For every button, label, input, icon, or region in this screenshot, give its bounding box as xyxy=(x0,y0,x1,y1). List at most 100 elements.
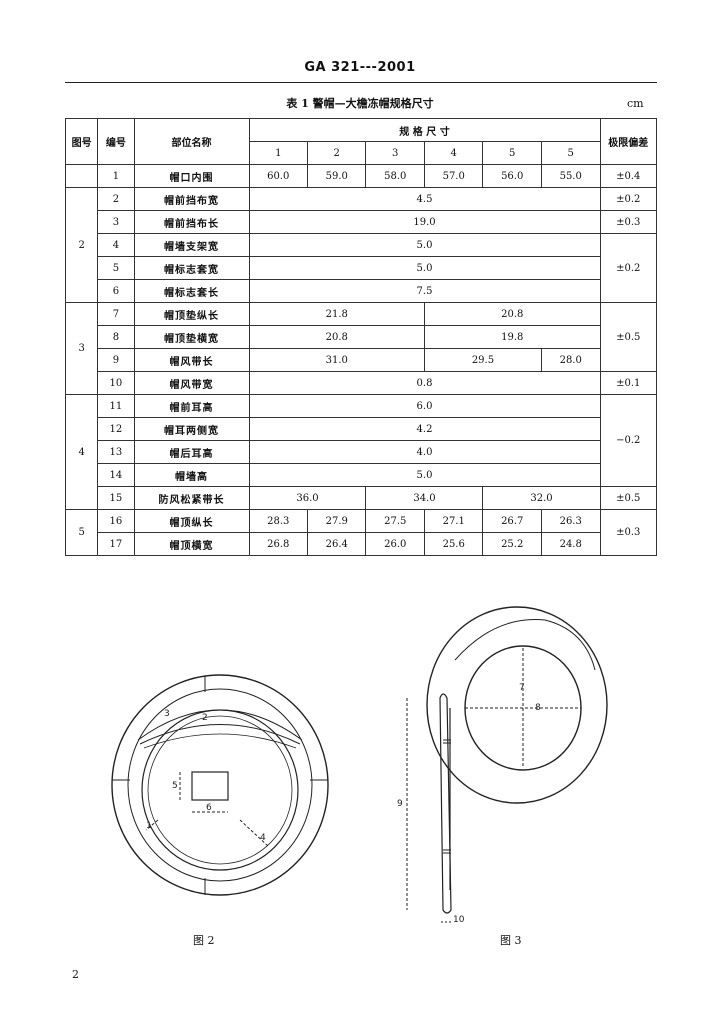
dim-label: 7 xyxy=(519,683,525,693)
table-row: 15 防风松紧带长 36.0 34.0 32.0 ±0.5 xyxy=(66,486,657,510)
value-cell: 32.0 xyxy=(482,486,601,510)
fig-group: 4 xyxy=(64,394,99,510)
header-fig: 图号 xyxy=(64,118,99,165)
figure-2-caption: 图 2 xyxy=(193,934,215,947)
dim-label: 8 xyxy=(535,703,541,713)
dim-label: 2 xyxy=(202,713,208,723)
value-cell: 5.0 xyxy=(248,233,601,257)
dim-label: 4 xyxy=(260,833,266,843)
tolerance-cell: ±0.3 xyxy=(599,210,657,234)
num-cell: 9 xyxy=(97,348,135,372)
fig-group: 5 xyxy=(64,509,99,556)
header-rule xyxy=(65,82,657,83)
num-cell: 15 xyxy=(97,486,135,510)
figure-2-cap-top-view: 1 2 3 4 5 6 xyxy=(111,674,329,896)
part-name: 帽前挡布宽 xyxy=(133,187,250,211)
value-cell: 27.1 xyxy=(423,509,484,533)
value-cell: 57.0 xyxy=(423,164,484,188)
num-cell: 7 xyxy=(97,302,135,326)
value-cell: 24.8 xyxy=(540,532,601,556)
num-cell: 17 xyxy=(97,532,135,556)
value-cell: 26.7 xyxy=(482,509,542,533)
value-cell: 34.0 xyxy=(365,486,484,510)
value-cell: 4.2 xyxy=(248,417,601,441)
num-cell: 13 xyxy=(97,440,135,464)
part-name: 帽标志套宽 xyxy=(133,256,250,280)
part-name: 帽前挡布长 xyxy=(133,210,250,234)
part-name: 帽后耳高 xyxy=(133,440,250,464)
table-row: 3 帽前挡布长 19.0 ±0.3 xyxy=(66,210,657,234)
spec-table: 图号 编号 部位名称 规 格 尺 寸 极限偏差 1 2 3 4 5 5 1 帽口… xyxy=(64,118,657,556)
value-cell: 19.0 xyxy=(248,210,601,234)
value-cell: 21.8 xyxy=(248,302,425,326)
part-name: 帽顶垫纵长 xyxy=(133,302,250,326)
tolerance-cell: ±0.5 xyxy=(599,302,657,372)
size-header: 5 xyxy=(482,141,542,165)
table-row: 12 帽耳两侧宽 4.2 xyxy=(66,417,657,441)
fig-group: 3 xyxy=(64,302,99,395)
part-name: 帽风带宽 xyxy=(133,371,250,395)
value-cell: 5.0 xyxy=(248,256,601,280)
value-cell: 55.0 xyxy=(540,164,601,188)
value-cell: 0.8 xyxy=(248,371,601,395)
table-row: 4 11 帽前耳高 6.0 −0.2 xyxy=(64,394,657,510)
table-row: 13 帽后耳高 4.0 xyxy=(66,440,657,464)
value-cell: 26.3 xyxy=(540,509,601,533)
figure-3-cap-top-with-strap: 7 8 9 10 xyxy=(397,606,608,925)
num-cell: 10 xyxy=(97,371,135,395)
num-cell: 3 xyxy=(97,210,135,234)
size-header: 5 xyxy=(540,141,601,165)
table-row: 5 帽标志套宽 5.0 xyxy=(66,256,657,280)
document-code: GA 321---2001 xyxy=(304,60,416,75)
dim-label: 9 xyxy=(397,799,403,809)
part-name: 帽墙高 xyxy=(133,463,250,487)
header-num: 编号 xyxy=(97,118,135,165)
dim-label: 6 xyxy=(206,803,212,813)
value-cell: 56.0 xyxy=(482,164,542,188)
value-cell: 28.3 xyxy=(248,509,309,533)
num-cell: 1 xyxy=(97,164,135,188)
table-unit: cm xyxy=(627,97,644,110)
table-title: 表 1 警帽—大檐冻帽规格尺寸 xyxy=(286,97,434,110)
part-name: 帽风带长 xyxy=(133,348,250,372)
part-name: 帽顶垫横宽 xyxy=(133,325,250,349)
value-cell: 59.0 xyxy=(306,164,367,188)
value-cell: 5.0 xyxy=(248,463,601,487)
part-name: 帽耳两侧宽 xyxy=(133,417,250,441)
dim-label: 5 xyxy=(172,781,178,791)
value-cell: 7.5 xyxy=(248,279,601,303)
num-cell: 11 xyxy=(97,394,135,418)
value-cell: 60.0 xyxy=(248,164,309,188)
table-row: 14 帽墙高 5.0 xyxy=(66,463,657,487)
size-header: 2 xyxy=(306,141,367,165)
value-cell: 4.5 xyxy=(248,187,601,211)
num-cell: 8 xyxy=(97,325,135,349)
size-header: 1 xyxy=(248,141,309,165)
header-part: 部位名称 xyxy=(133,118,250,165)
value-cell: 26.8 xyxy=(248,532,309,556)
num-cell: 16 xyxy=(97,509,135,533)
num-cell: 6 xyxy=(97,279,135,303)
value-cell: 28.0 xyxy=(540,348,601,372)
dim-label: 3 xyxy=(164,709,170,719)
value-cell: 58.0 xyxy=(365,164,425,188)
part-name: 帽标志套长 xyxy=(133,279,250,303)
part-name: 帽顶横宽 xyxy=(133,532,250,556)
part-name: 防风松紧带长 xyxy=(133,486,250,510)
table-row: 5 16 帽顶纵长 28.3 27.9 27.5 27.1 26.7 26.3 … xyxy=(64,509,657,556)
tolerance-cell: ±0.4 xyxy=(599,164,657,188)
value-cell: 26.4 xyxy=(306,532,367,556)
value-cell: 6.0 xyxy=(248,394,601,418)
table-row: 6 帽标志套长 7.5 xyxy=(66,279,657,303)
num-cell: 14 xyxy=(97,463,135,487)
fig-group: 2 xyxy=(64,187,99,303)
tolerance-cell: −0.2 xyxy=(599,394,657,487)
value-cell: 31.0 xyxy=(248,348,425,372)
dim-label: 1 xyxy=(146,821,152,831)
part-name: 帽口内围 xyxy=(133,164,250,188)
tolerance-cell: ±0.5 xyxy=(599,486,657,510)
dim-label: 10 xyxy=(453,915,465,925)
tolerance-cell: ±0.2 xyxy=(599,187,657,211)
fig-cell xyxy=(64,164,99,188)
num-cell: 12 xyxy=(97,417,135,441)
